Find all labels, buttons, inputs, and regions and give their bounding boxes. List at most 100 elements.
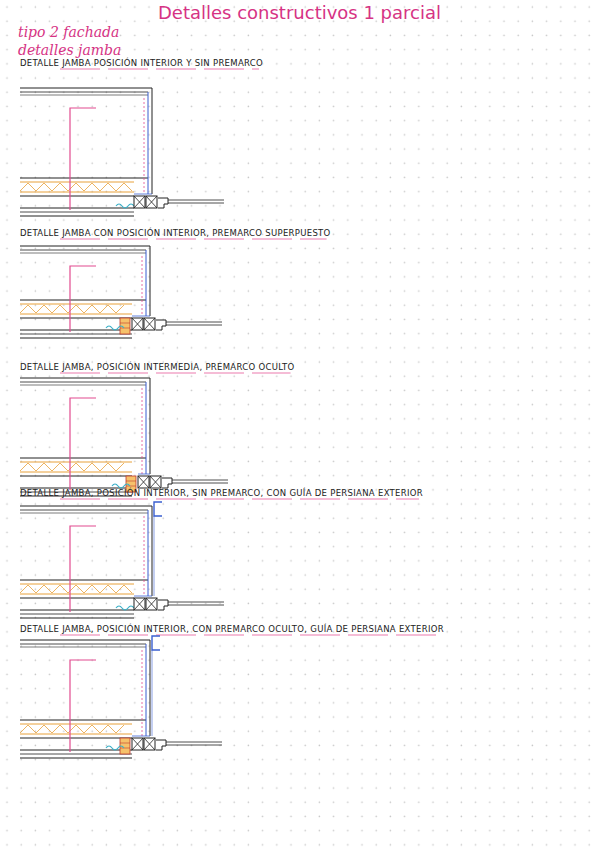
wall-line: [20, 610, 134, 611]
insulation-edge: [20, 594, 134, 595]
window-frame: [138, 476, 149, 488]
insulation-edge: [20, 304, 132, 305]
detail-heading: DETALLE JAMBA POSICIÓN INTERIOR Y SIN PR…: [20, 58, 263, 68]
frame-cross: [144, 318, 155, 330]
wall-line: [20, 506, 152, 507]
insulation-zigzag: [20, 305, 124, 313]
wall-line: [20, 580, 148, 581]
window-frame: [134, 598, 145, 610]
page-title: Detalles constructivos 1 parcial: [0, 2, 599, 23]
premarco-line: [120, 748, 130, 749]
wall-line: [20, 644, 146, 645]
glass-pane: [168, 203, 224, 204]
barrier-line: [142, 388, 143, 474]
reveal-finish: [134, 194, 152, 195]
reveal-finish: [138, 474, 150, 475]
frame-cross: [150, 476, 161, 488]
frame-cross: [132, 738, 143, 750]
heading-highlight: [60, 372, 291, 374]
wall-line: [20, 618, 134, 619]
frame-cross: [132, 318, 143, 330]
heading-highlight: [60, 238, 327, 240]
frame-cross: [132, 738, 143, 750]
sash-profile: [158, 198, 168, 208]
sash-profile: [162, 478, 172, 488]
glass-pane: [166, 742, 222, 743]
insulation-edge: [20, 314, 132, 315]
window-frame: [144, 738, 155, 750]
wall-line: [20, 253, 146, 254]
frame-cross: [144, 318, 155, 330]
reveal-finish: [148, 92, 149, 194]
wall-line: [20, 513, 148, 514]
glass-pane: [166, 325, 222, 326]
window-frame: [150, 476, 161, 488]
wall-line: [20, 300, 146, 301]
heading-highlight: [60, 498, 419, 500]
reveal-finish: [146, 644, 147, 736]
window-frame: [132, 738, 143, 750]
wall-line: [20, 738, 132, 739]
wall-line: [20, 246, 150, 247]
blind-guide-line: [154, 516, 155, 596]
frame-cross: [150, 476, 161, 488]
premarco-line: [120, 323, 130, 324]
wall-line: [20, 334, 132, 335]
glass-pane: [172, 480, 228, 481]
heading-highlight: [60, 634, 440, 636]
sealant: [116, 606, 134, 610]
detail-heading: DETALLE JAMBA, POSICIÓN INTERMEDIA, PREM…: [20, 362, 295, 372]
insulation-edge: [20, 724, 132, 725]
reveal-finish: [132, 736, 150, 737]
wall-line: [20, 178, 148, 179]
glass-pane: [172, 483, 228, 484]
wall-line: [20, 318, 132, 319]
wall-line: [20, 196, 134, 197]
frame-cross: [134, 598, 145, 610]
sash-profile: [156, 320, 166, 330]
premarco-line: [120, 328, 130, 329]
detail-heading: DETALLE JAMBA, POSICIÓN INTERIOR, SIN PR…: [20, 488, 423, 498]
window-frame: [132, 318, 143, 330]
blind-guide-line: [152, 650, 153, 736]
wall-line: [20, 385, 146, 386]
glass-pane: [168, 602, 224, 603]
insulation-edge: [20, 182, 134, 183]
wall-line: [20, 458, 146, 459]
blind-guide: [152, 636, 160, 650]
barrier-line: [144, 98, 145, 194]
wall-line: [20, 510, 148, 511]
wall-line: [20, 88, 152, 89]
heading-highlight: [60, 68, 259, 70]
insulation-edge: [20, 462, 132, 463]
sash-profile: [156, 740, 166, 750]
insulation-edge: [20, 192, 134, 193]
blind-guide: [154, 502, 162, 516]
reveal-finish: [148, 510, 149, 596]
detail-heading: DETALLE JAMBA CON POSICIÓN INTERIOR, PRE…: [20, 228, 331, 238]
frame-cross: [134, 196, 145, 208]
reveal-finish: [146, 250, 147, 316]
reveal-finish: [146, 382, 147, 474]
frame-cross: [146, 598, 157, 610]
insulation-edge: [20, 734, 132, 735]
handwritten-subtitle: tipo 2 fachada: [18, 24, 119, 40]
wall-line: [20, 338, 132, 339]
wall-line: [20, 92, 148, 93]
wall-line: [20, 378, 150, 379]
wall-line: [20, 598, 134, 599]
frame-cross: [138, 476, 149, 488]
wall-line: [152, 88, 153, 194]
glass-pane: [166, 322, 222, 323]
insulation-edge: [20, 472, 132, 473]
section-bracket: [70, 266, 96, 332]
barrier-line: [144, 516, 145, 596]
wall-line: [150, 246, 151, 316]
window-frame: [144, 318, 155, 330]
frame-cross: [146, 196, 157, 208]
section-bracket: [70, 526, 96, 612]
window-frame: [146, 196, 157, 208]
